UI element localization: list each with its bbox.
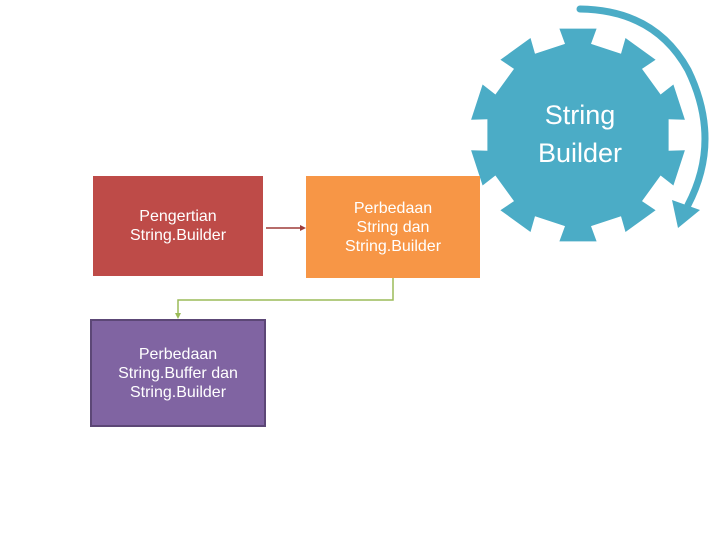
- box-pengertian-label: Pengertian String.Builder: [129, 208, 227, 244]
- arrow-head-pengertian: [300, 225, 306, 231]
- curved-arrow: [576, 5, 709, 209]
- curved-arrow-head: [672, 200, 700, 228]
- elbow-connector-perbedaan-to-buffer: [177, 278, 394, 313]
- gear-shape: [471, 28, 685, 242]
- box-perbedaan-buffer-label: Perbedaan String.Buffer dan String.Build…: [118, 345, 238, 401]
- box-perbedaan-string: Perbedaan String dan String.Builder: [306, 176, 480, 278]
- gear-label: String Builder: [510, 94, 650, 174]
- gear-label-text: String Builder: [537, 100, 623, 168]
- box-pengertian: Pengertian String.Builder: [93, 176, 263, 276]
- elbow-connector-head: [175, 313, 181, 319]
- box-perbedaan-buffer: Perbedaan String.Buffer dan String.Build…: [90, 319, 266, 427]
- box-perbedaan-string-label: Perbedaan String dan String.Builder: [344, 199, 442, 255]
